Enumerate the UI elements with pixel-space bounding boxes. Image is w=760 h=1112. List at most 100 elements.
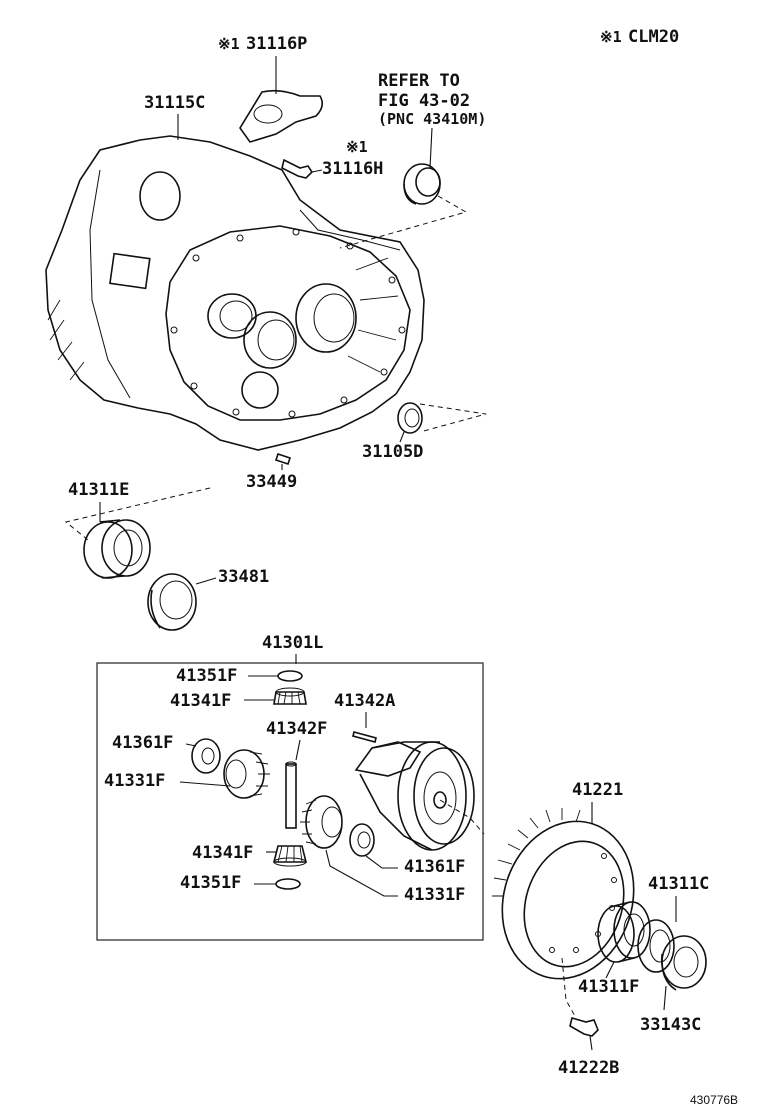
label-31116P: 31116P — [246, 34, 307, 54]
part-41341F-bot[interactable]: 41341F — [192, 843, 308, 867]
oil-seal-top[interactable] — [339, 163, 468, 249]
leader-41342F — [295, 739, 301, 761]
label-41351F-top: 41351F — [176, 666, 237, 686]
side-gear-left-teeth — [249, 751, 270, 797]
part-31116P[interactable]: ※1 31116P — [218, 34, 324, 143]
part-33143C[interactable]: 33143C — [640, 935, 707, 1035]
pinion-top-face — [275, 687, 305, 697]
bore-right — [295, 283, 357, 353]
pinion-bot-teeth — [277, 845, 303, 863]
label-33143C: 33143C — [640, 1015, 701, 1035]
label-31115C: 31115C — [144, 93, 205, 113]
part-33449[interactable]: 33449 — [246, 452, 297, 492]
label-41341F-top: 41341F — [170, 691, 231, 711]
differential-case[interactable] — [354, 741, 485, 851]
label-41351F-bot: 41351F — [180, 873, 241, 893]
part-41342A[interactable]: 41342A — [334, 691, 395, 743]
part-31105D[interactable]: 31105D — [362, 402, 487, 462]
race-41311F — [637, 919, 675, 973]
label-41331F-right: 41331F — [404, 885, 465, 905]
part-33481[interactable]: 33481 — [147, 567, 269, 631]
part-41311F[interactable]: 41311F — [578, 919, 675, 997]
part-41341F-top[interactable]: 41341F — [170, 687, 307, 711]
pinion-top-teeth — [277, 691, 301, 705]
seal-33481-edge — [150, 589, 161, 629]
leader-31105D — [399, 431, 405, 443]
label-31116P-mark: ※1 — [218, 35, 240, 53]
refer-leader — [429, 127, 433, 169]
seal-33481-outer — [147, 573, 197, 631]
seal-33143C-inner — [673, 946, 699, 978]
side-gear-right-teeth — [300, 799, 317, 845]
bolt-41222B-shape — [569, 1017, 599, 1037]
diff-case-bottom — [359, 773, 433, 851]
label-41221: 41221 — [572, 780, 623, 800]
part-41351F-top[interactable]: 41351F — [176, 666, 303, 686]
part-41342F[interactable]: 41342F — [266, 719, 327, 829]
case-radial-ribs — [347, 257, 399, 373]
washer-top — [277, 670, 303, 682]
part-41221[interactable]: 41221 — [482, 780, 653, 996]
case-flange — [165, 225, 411, 421]
bore-right-inner — [313, 293, 355, 343]
bolt-hole-1 — [601, 853, 607, 859]
part-41361F-right[interactable]: 41361F — [349, 823, 465, 877]
diff-case-flange-front — [413, 747, 475, 845]
flange-bolt-7 — [380, 368, 388, 376]
leader-41311F — [605, 961, 615, 979]
label-41222B: 41222B — [558, 1058, 619, 1078]
label-33481: 33481 — [218, 567, 269, 587]
note-mark: ※1 — [600, 28, 622, 46]
dash-diff — [439, 799, 485, 835]
pin-41342A — [352, 731, 377, 743]
race-41311F-inner — [649, 929, 671, 963]
part-41361F-left[interactable]: 41361F — [112, 733, 221, 774]
refer-line-3: (PNC 43410M) — [378, 110, 486, 128]
pinion-bot-face — [273, 857, 307, 867]
part-41301L[interactable]: 41301L — [96, 633, 484, 941]
note-text: CLM20 — [628, 27, 679, 47]
bolt-hole-6 — [549, 947, 555, 953]
bore-left-inner — [219, 300, 253, 332]
part-31115C[interactable]: 31115C — [45, 93, 425, 451]
washer-right-outer — [349, 823, 375, 857]
label-33449: 33449 — [246, 472, 297, 492]
dash-41222B — [561, 957, 577, 1019]
leader-41331F-right — [325, 849, 398, 897]
flange-bolt-4 — [346, 242, 354, 250]
part-41351F-bot[interactable]: 41351F — [180, 873, 301, 893]
flange-bolt-11 — [190, 382, 198, 390]
bore-lower — [241, 371, 279, 409]
label-41361F-right: 41361F — [404, 857, 465, 877]
cover-hole — [253, 104, 283, 124]
part-41311C[interactable]: 41311C — [597, 874, 709, 963]
part-41222B[interactable]: 41222B — [558, 957, 619, 1078]
seal-33143C-edge — [660, 953, 677, 991]
flange-bolt-10 — [232, 408, 240, 416]
refer-note: REFER TO FIG 43-02 (PNC 43410M) — [378, 71, 486, 169]
bore-left — [207, 293, 257, 339]
side-gear-left-hub — [225, 759, 247, 789]
race-bore — [113, 529, 143, 567]
label-31105D: 31105D — [362, 442, 423, 462]
washer-bot — [275, 878, 301, 890]
ring-gear-bolt-holes — [549, 853, 617, 953]
part-41311E[interactable]: 41311E — [64, 480, 211, 579]
refer-line-1: REFER TO — [378, 71, 460, 91]
part-41331F-left[interactable]: 41331F — [104, 749, 270, 799]
part-41331F-right[interactable]: 41331F — [300, 795, 465, 905]
case-seam — [89, 169, 131, 399]
leader-41361F-right — [365, 855, 398, 869]
bearing-41311C-bore — [623, 913, 645, 947]
label-41342A: 41342A — [334, 691, 395, 711]
shaft-end — [285, 761, 297, 767]
label-41331F-left: 41331F — [104, 771, 165, 791]
flange-bolt-9 — [288, 410, 296, 418]
part-31116H[interactable]: ※1 31116H — [281, 138, 383, 179]
ring-gear-outer — [501, 820, 635, 980]
pinion-shaft — [285, 763, 297, 829]
seal-edge — [403, 183, 417, 205]
flange-bolt-12 — [170, 326, 178, 334]
assembly-box — [96, 662, 484, 941]
label-31116H: 31116H — [322, 159, 383, 179]
